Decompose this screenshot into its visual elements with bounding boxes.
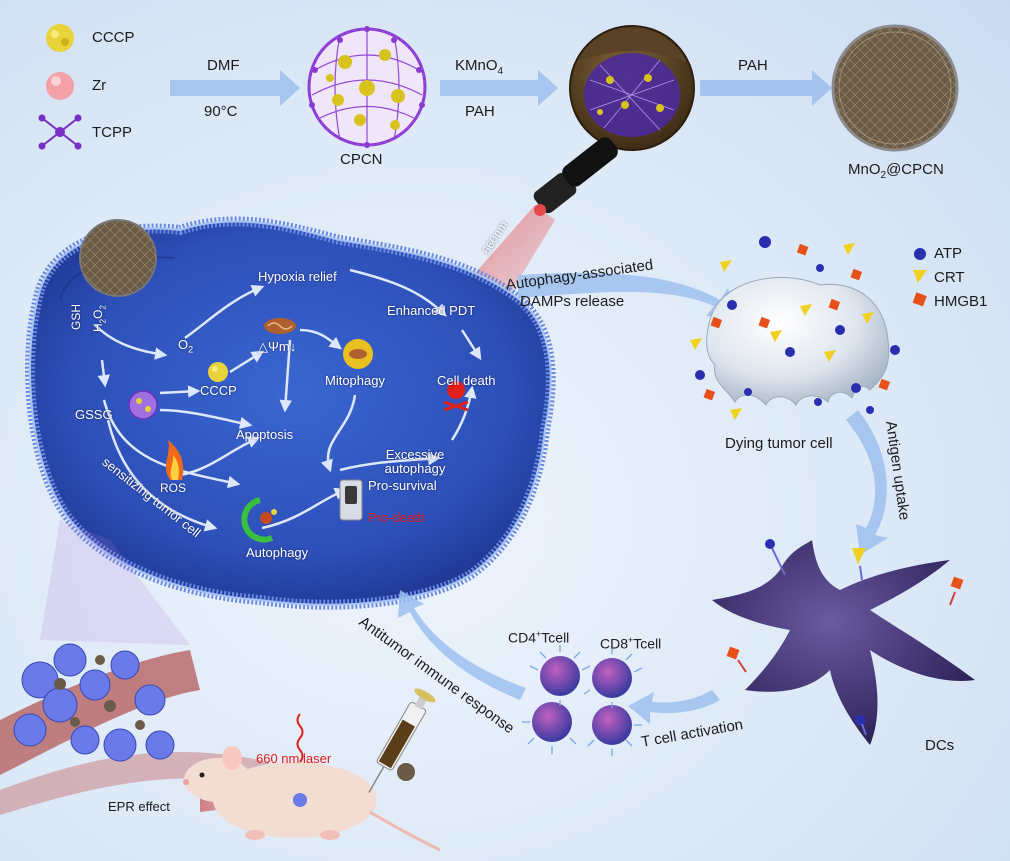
dcs-label: DCs	[925, 737, 955, 754]
damps-hmgb1-cubes	[703, 243, 891, 401]
damps-bottom-label: DAMPs release	[520, 293, 625, 310]
legend-hmgb1-label: HMGB1	[934, 293, 988, 310]
legend-cccp-label: CCCP	[92, 29, 135, 46]
pro-death-label: Pro-death	[368, 510, 426, 525]
step2-pah: PAH	[465, 103, 495, 120]
mouse	[183, 746, 441, 852]
cpcn-nanoparticle	[307, 26, 427, 148]
epr-effect-label: EPR effect	[108, 799, 170, 814]
excessive-autophagy-label: Excessive autophagy	[384, 447, 446, 476]
laser-emitter	[533, 137, 618, 216]
step2-oxidant: KMnO4	[455, 57, 504, 77]
damps-crt-triangles	[690, 243, 874, 420]
pro-survival-label: Pro-survival	[368, 478, 437, 493]
arrow-antitumor-response	[398, 590, 526, 700]
legend-crt-icon	[913, 270, 927, 283]
legend-zr-label: Zr	[92, 77, 107, 94]
mno2-cpcn-entering	[79, 219, 157, 297]
legend-atp-label: ATP	[934, 245, 963, 262]
damps-atp-dots	[695, 236, 900, 414]
apoptosis-label: Apoptosis	[236, 427, 294, 442]
mno2-cpcn-nanoparticle	[831, 24, 959, 152]
dying-tumor-cell	[706, 277, 890, 406]
legend-crt-label: CRT	[934, 269, 965, 286]
arrow-t-cell-activation	[628, 690, 720, 724]
arrow-antigen-uptake	[846, 410, 888, 555]
mouse-laser-label: 660 nm laser	[256, 751, 332, 766]
autophagy-label: Autophagy	[246, 545, 309, 560]
arrow-damps-release	[518, 272, 740, 320]
enhanced-pdt-label: Enhanced PDT	[387, 303, 476, 318]
dendritic-cell	[712, 540, 975, 745]
mitophagy-icon	[343, 339, 373, 369]
mitophagy-label: Mitophagy	[325, 373, 385, 388]
gssg-label: GSSG	[75, 407, 113, 422]
step1-temperature: 90°C	[204, 103, 238, 120]
cd4-label: CD4+Tcell	[508, 629, 570, 646]
delta-psi-label: △Ψm↓	[258, 339, 297, 354]
tumor-cell	[25, 216, 556, 610]
autophagy-icon	[241, 497, 277, 543]
dying-cell-label: Dying tumor cell	[725, 435, 833, 452]
ros-flame-icon	[165, 440, 184, 480]
zoom-cone	[40, 520, 190, 645]
legend-hmgb1-icon	[912, 292, 927, 307]
switch-icon	[339, 479, 363, 521]
legend-tcpp-label: TCPP	[92, 124, 133, 141]
mno2-cpcn-label: MnO2@CPCN	[848, 161, 944, 181]
syringe-particle-icon	[397, 763, 415, 781]
step1-solvent: DMF	[207, 57, 240, 74]
arrow-dmf	[170, 70, 300, 106]
cpcn-small-icon	[128, 390, 158, 420]
pathway-arrows	[94, 268, 482, 532]
t-cell-cluster	[522, 645, 643, 756]
arrow-kmno4	[440, 70, 558, 106]
cccp-particle-icon	[208, 362, 228, 382]
legend-cccp-icon	[46, 24, 74, 52]
legend-tcpp-icon	[38, 114, 82, 150]
ros-label: ROS	[160, 481, 187, 495]
hypoxia-relief-label: Hypoxia relief	[258, 269, 337, 284]
skull-icon	[443, 381, 469, 412]
cccp-cell-label: CCCP	[200, 383, 237, 398]
dc-receptors	[726, 539, 964, 736]
mitochondrion-icon	[264, 318, 296, 334]
arrow-pah	[700, 70, 832, 106]
step3-pah: PAH	[738, 57, 768, 74]
cd8-label: CD8+Tcell	[600, 635, 662, 652]
gsh-label: GSH	[69, 303, 83, 330]
syringe	[368, 688, 436, 793]
legend-zr-icon	[46, 72, 74, 100]
cpcn-label: CPCN	[340, 151, 383, 168]
mno2-coating-intermediate	[569, 25, 695, 151]
h2o2-label: H2O2	[91, 305, 108, 332]
tumor-embedded-particles	[54, 655, 145, 730]
legend-atp-icon	[914, 248, 926, 260]
laser-wave	[296, 713, 304, 763]
cell-death-label: Cell death	[437, 373, 496, 388]
o2-label: O2	[178, 337, 194, 355]
